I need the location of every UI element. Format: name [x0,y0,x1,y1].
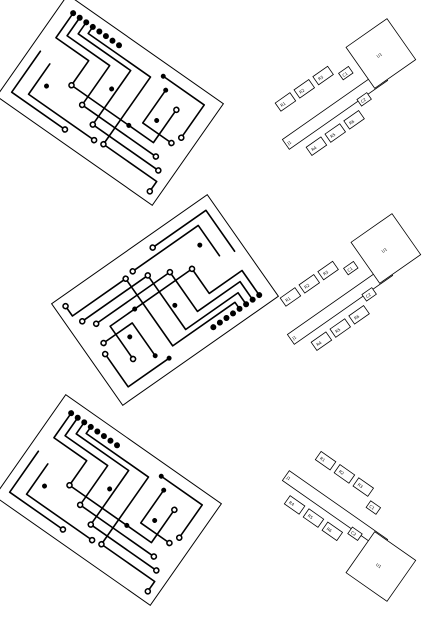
silkscreen-top: J1 R1 R2 R3 R4 R5 R6 C1 C2 U1 [274,18,417,157]
label-r4: R4 [310,145,318,152]
label-c1: C1 [341,70,349,77]
label-r3: R3 [357,482,365,489]
traces [64,209,261,388]
silkscreen-middle: J1 R1 R2 R3 R4 R5 R6 C1 C2 U1 [279,213,422,352]
label-u1: U1 [375,562,383,569]
part-r3 [312,65,334,86]
label-r1: R1 [284,295,292,302]
label-r3: R3 [317,74,325,81]
part-r4 [305,136,328,157]
label-c2: C2 [365,292,373,299]
label-c1: C1 [346,265,354,272]
label-r4: R4 [315,340,323,347]
part-r4 [310,331,333,352]
label-r2: R2 [298,87,306,94]
part-c2 [361,287,377,302]
part-c1 [338,65,354,81]
label-r3: R3 [322,269,330,276]
label-r5: R5 [329,132,337,139]
part-r4 [283,495,306,515]
part-r6 [343,110,365,130]
label-r1: R1 [319,456,327,463]
label-u1: U1 [381,246,389,253]
part-r3 [352,477,375,497]
silkscreen-bottom: J1 R1 R2 R3 R4 R5 R6 C1 C2 U1 [281,450,417,602]
part-r3 [317,260,339,281]
part-r1 [274,92,297,112]
pad-field [44,73,185,195]
part-c1 [365,500,382,515]
part-r6 [348,305,370,325]
board-outline [0,394,223,606]
part-r5 [302,508,325,528]
part-u1 [345,531,417,602]
label-j1: J1 [291,334,298,341]
label-j1: J1 [286,139,293,146]
copper-layout-top [0,0,225,206]
part-r5 [329,318,352,338]
label-r6: R6 [353,313,361,320]
part-u1 [345,18,417,89]
label-r5: R5 [307,513,315,520]
pad-field [62,242,203,363]
part-c2 [356,92,372,107]
label-r2: R2 [303,282,311,289]
label-c2: C2 [350,530,358,537]
traces [10,12,206,193]
label-r2: R2 [338,469,346,476]
part-c2 [347,526,363,542]
label-r4: R4 [288,500,296,507]
label-c2: C2 [360,97,368,104]
copper-layout-bottom [0,394,223,606]
label-u1: U1 [376,51,384,58]
part-r5 [324,123,347,143]
part-u1 [350,213,422,284]
part-r1 [314,450,337,471]
part-r1 [279,287,302,307]
part-r6 [321,521,344,542]
label-r1: R1 [279,100,287,107]
pad-field [42,473,183,595]
part-r2 [333,464,356,484]
traces [8,412,204,593]
part-c1 [343,260,359,276]
part-r2 [293,78,316,99]
label-r6: R6 [326,526,334,533]
copper-layout-middle [50,194,280,406]
label-j1: J1 [285,475,292,482]
board-outline [0,0,225,206]
label-c1: C1 [368,504,376,511]
label-r5: R5 [334,327,342,334]
part-r2 [298,273,321,294]
label-r6: R6 [348,118,356,125]
